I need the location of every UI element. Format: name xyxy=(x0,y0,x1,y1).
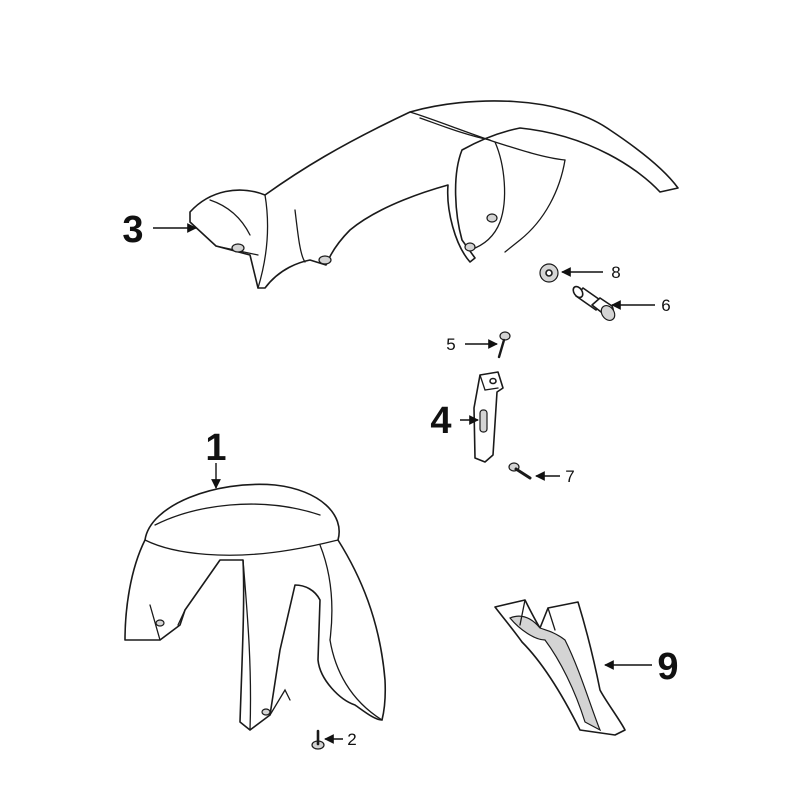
callout-4: 4 xyxy=(430,400,451,442)
callout-6: 6 xyxy=(661,296,670,315)
callout-3: 3 xyxy=(122,209,143,251)
callout-7: 7 xyxy=(565,467,574,486)
callout-8: 8 xyxy=(611,263,620,282)
part-9-splash-guard[interactable] xyxy=(494,599,626,736)
part-7-screw[interactable] xyxy=(508,462,532,480)
part-3-inner-fender[interactable] xyxy=(189,100,679,289)
part-1-front-mudguard[interactable] xyxy=(124,483,387,731)
part-6-bolt[interactable] xyxy=(571,285,617,323)
part-8-washer[interactable] xyxy=(539,263,559,283)
callout-9: 9 xyxy=(657,646,678,688)
callout-5: 5 xyxy=(446,335,455,354)
callout-2: 2 xyxy=(347,730,356,749)
part-4-bracket[interactable] xyxy=(473,371,504,463)
part-5-screw[interactable] xyxy=(497,331,511,359)
callout-1: 1 xyxy=(205,427,226,469)
part-2-bolt[interactable] xyxy=(311,729,325,750)
